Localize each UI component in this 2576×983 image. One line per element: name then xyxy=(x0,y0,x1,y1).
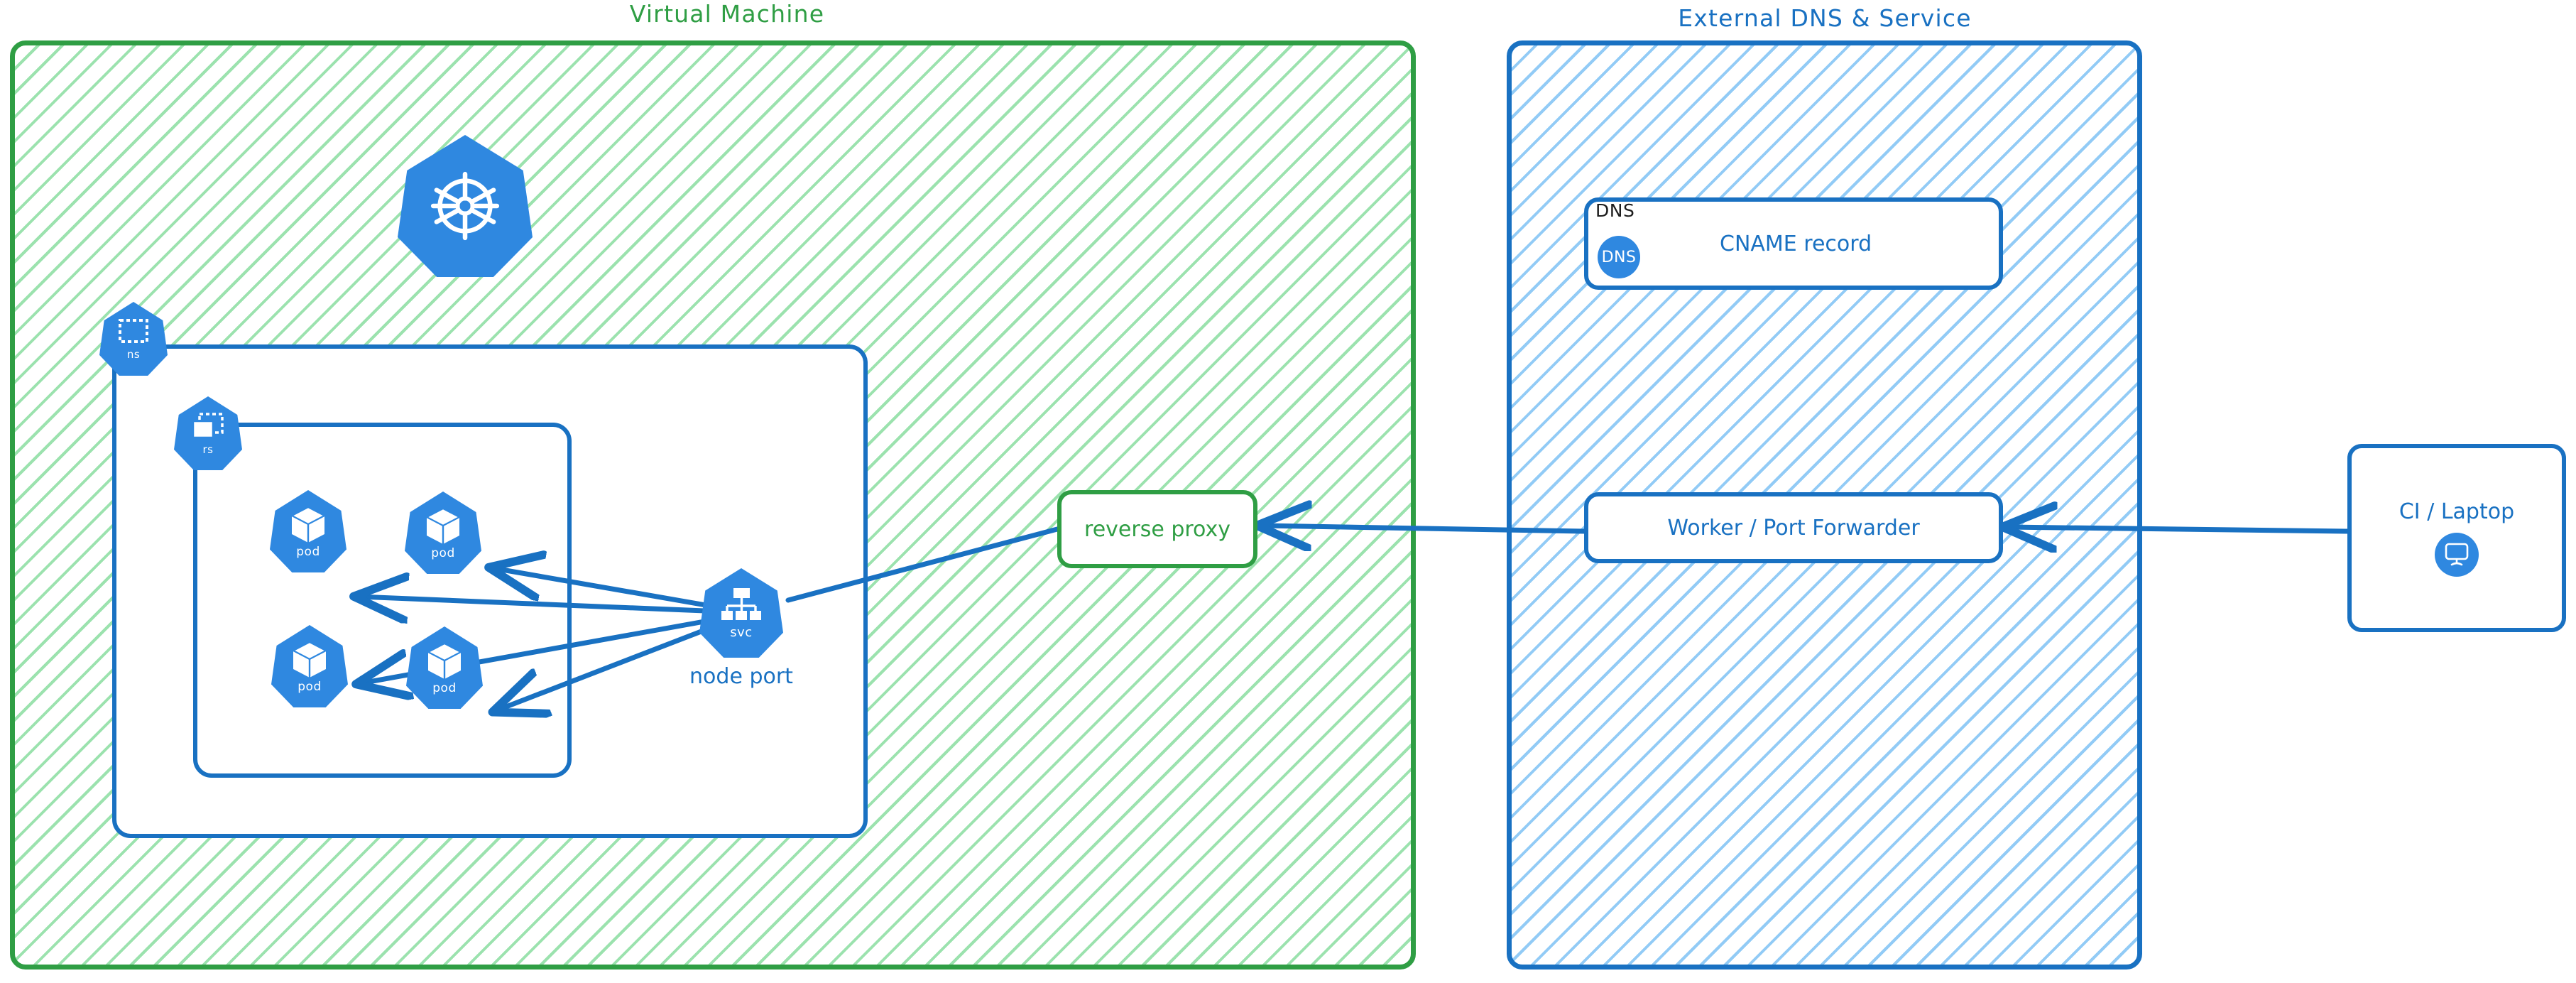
desktop-monitor-icon xyxy=(2435,533,2479,577)
worker-port-forwarder-box[interactable]: Worker / Port Forwarder xyxy=(1584,492,2003,563)
ci-laptop-box[interactable]: CI / Laptop xyxy=(2347,444,2566,632)
namespace-icon xyxy=(117,318,150,348)
service-icon xyxy=(719,587,763,625)
pod-icon xyxy=(290,640,329,680)
group-title-virtual-machine: Virtual Machine xyxy=(629,0,825,28)
dns-icon: DNS xyxy=(1598,236,1640,278)
reverse-proxy-label: reverse proxy xyxy=(1084,516,1230,542)
cname-record-label: CNAME record xyxy=(1720,231,1872,256)
dns-card[interactable]: CNAME record xyxy=(1584,197,2003,290)
pod-label: pod xyxy=(298,679,322,694)
node-port-caption: node port xyxy=(689,664,793,689)
pod-icon xyxy=(289,505,327,545)
worker-port-forwarder-label: Worker / Port Forwarder xyxy=(1667,515,1920,541)
namespace-badge-label: ns xyxy=(126,347,141,361)
replicaset-icon xyxy=(191,412,225,443)
pod-label: pod xyxy=(431,545,455,560)
service-badge-label: svc xyxy=(730,625,753,640)
reverse-proxy-box[interactable]: reverse proxy xyxy=(1057,490,1257,568)
replicaset-panel[interactable] xyxy=(193,423,572,778)
pod-icon xyxy=(425,641,464,681)
dns-card-title: DNS xyxy=(1595,200,1635,221)
pod-label: pod xyxy=(296,544,320,559)
ci-laptop-label: CI / Laptop xyxy=(2398,499,2515,524)
replicaset-badge-label: rs xyxy=(202,442,214,456)
pod-label: pod xyxy=(432,680,457,695)
kubernetes-wheel-icon xyxy=(423,164,507,248)
pod-icon xyxy=(424,506,462,546)
group-title-external-dns-service: External DNS & Service xyxy=(1678,4,1972,32)
dns-icon-label: DNS xyxy=(1601,248,1637,266)
